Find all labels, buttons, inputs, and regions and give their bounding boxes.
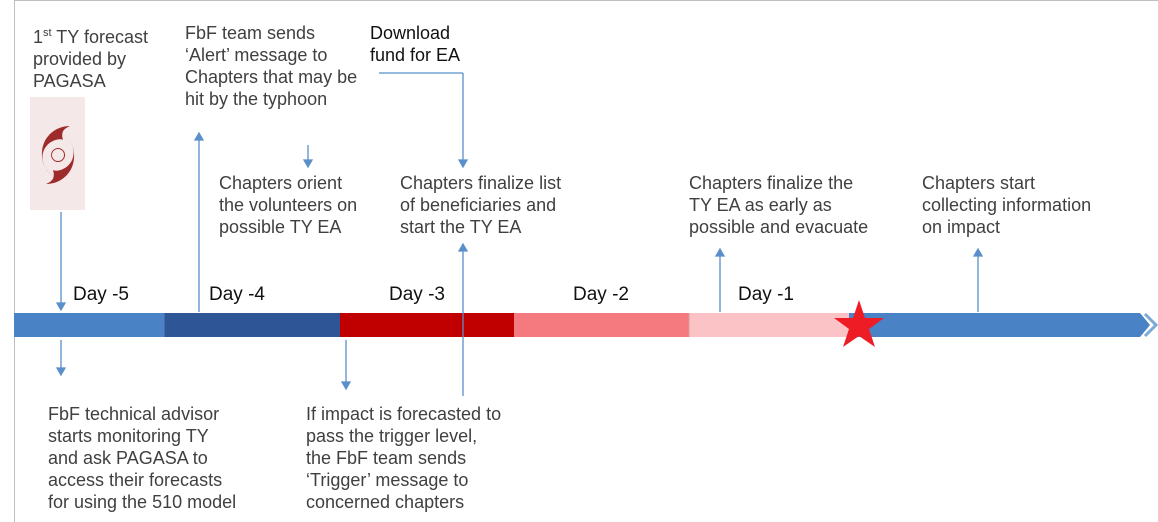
note-technical-advisor: FbF technical advisor starts monitoring … bbox=[48, 404, 237, 512]
landfall-star-icon bbox=[834, 300, 884, 347]
day-label-1: Day -1 bbox=[738, 284, 794, 305]
note-alert-message: FbF team sends ‘Alert’ message to Chapte… bbox=[185, 23, 358, 109]
note-orient-volunteers: Chapters orient the volunteers on possib… bbox=[219, 173, 358, 237]
timeline-segment-day-1 bbox=[689, 313, 849, 337]
day-label-4: Day -4 bbox=[209, 284, 265, 305]
diagram-frame bbox=[14, 0, 1158, 522]
timeline-segment-day-2 bbox=[514, 313, 689, 337]
note-finalize-list: Chapters finalize list of beneficiaries … bbox=[400, 173, 562, 237]
timeline-segment-day-4 bbox=[164, 313, 340, 337]
day-label-2: Day -2 bbox=[573, 284, 629, 305]
timeline-segment-day-3 bbox=[340, 313, 514, 337]
typhoon-icon bbox=[41, 126, 75, 184]
note-trigger-message: If impact is forecasted to pass the trig… bbox=[306, 404, 502, 512]
note-finalize-ea: Chapters finalize the TY EA as early as … bbox=[689, 173, 869, 237]
day-label-3: Day -3 bbox=[389, 284, 445, 305]
note-collect-info: Chapters start collecting information on… bbox=[922, 173, 1092, 237]
day-label-5: Day -5 bbox=[73, 284, 129, 305]
note-pagasa-forecast: 1st TY forecast provided by PAGASA bbox=[33, 27, 148, 91]
timeline-segment-after bbox=[849, 313, 1150, 337]
timeline-arrowhead-icon bbox=[1143, 312, 1158, 338]
timeline-segment-day-5 bbox=[14, 313, 164, 337]
note-download-fund: Download fund for EA bbox=[370, 23, 461, 65]
